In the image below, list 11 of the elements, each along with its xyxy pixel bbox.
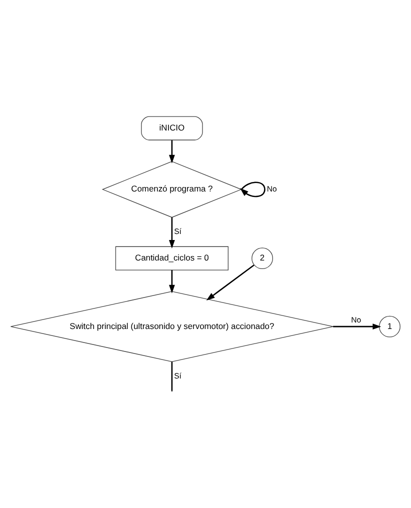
node-box: Cantidad_ciclos = 0: [115, 246, 228, 270]
arrow: [206, 264, 254, 300]
arrow: [240, 182, 266, 198]
node-box: iNICIO: [141, 116, 203, 140]
node-diamond: Comenzó programa ?: [102, 161, 242, 218]
arrow: [168, 217, 175, 248]
arrow: [168, 140, 175, 164]
arrow: [333, 324, 382, 330]
arrow: [168, 270, 175, 294]
node-circle: 1: [378, 316, 400, 338]
node-circle: 2: [252, 248, 274, 270]
